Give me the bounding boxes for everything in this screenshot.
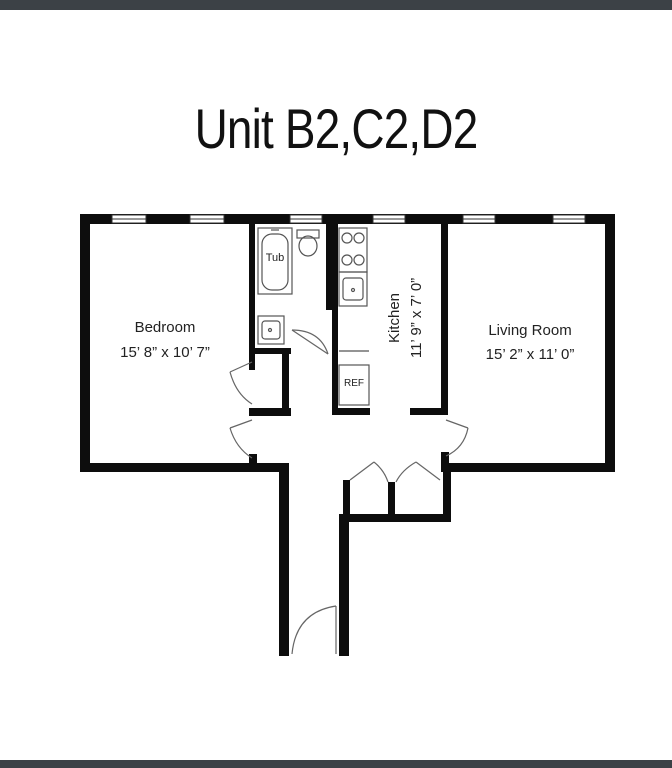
living-room-name: Living Room <box>488 322 571 339</box>
kitchen-sink-icon <box>338 271 368 307</box>
kitchen-name: Kitchen <box>386 293 403 343</box>
closets-left-wall <box>343 480 350 522</box>
bedroom-bath-wall <box>249 214 255 370</box>
closet-b-door-icon <box>415 461 441 481</box>
tub-label: Tub <box>266 252 285 264</box>
ref-label: REF <box>344 378 364 389</box>
bath-door-icon <box>291 329 329 355</box>
bedroom-door-stub <box>249 454 257 472</box>
bath-sink-icon <box>257 315 285 345</box>
tub-basin <box>261 233 289 291</box>
kitchen-bottom-right-wall <box>410 408 448 415</box>
toilet-tank-icon <box>296 229 320 239</box>
unit-title: Unit B2,C2,D2 <box>194 97 479 160</box>
bathroom-fixtures <box>257 227 320 345</box>
walls <box>80 214 615 656</box>
living-room-dims: 15’ 2” x 11’ 0” <box>486 346 575 363</box>
tub-icon <box>257 227 293 295</box>
right-wall <box>605 214 615 472</box>
closet-a-door-icon <box>349 461 375 481</box>
bottom-border-bar <box>0 760 672 768</box>
toilet-bowl-icon <box>298 235 318 257</box>
top-border-bar <box>0 0 672 10</box>
bedroom-name: Bedroom <box>135 319 196 336</box>
closet-right-wall <box>282 354 289 412</box>
closet-door-icon <box>229 361 253 373</box>
bedroom-door-icon <box>229 419 253 429</box>
bedroom-dims: 15’ 8” x 10’ 7” <box>120 344 210 361</box>
bedroom-bottom-wall <box>80 463 288 472</box>
kitchen-dims: 11’ 9” x 7’ 0” <box>408 278 425 358</box>
refrigerator-icon <box>338 364 370 406</box>
doors <box>229 329 469 655</box>
hall-left-wall <box>279 463 289 656</box>
living-door-icon <box>445 419 469 429</box>
bath-kitchen-wall <box>326 214 333 310</box>
left-wall <box>80 214 90 472</box>
living-door-stub <box>441 452 449 472</box>
closets-right-wall <box>443 463 451 522</box>
closets-divider-wall <box>388 482 395 520</box>
kitchen-bottom-left-wall <box>332 408 370 415</box>
kitchen-left-wall <box>332 224 338 414</box>
top-wall <box>80 214 615 224</box>
entry-left-stub <box>279 648 289 656</box>
kitchen-living-wall <box>441 214 448 410</box>
living-bottom-wall <box>442 463 615 472</box>
bath-bottom-wall <box>255 348 291 354</box>
hall-right-wall <box>339 514 349 656</box>
closet-bottom-wall <box>249 408 291 416</box>
kitchen-fixtures <box>338 227 370 406</box>
